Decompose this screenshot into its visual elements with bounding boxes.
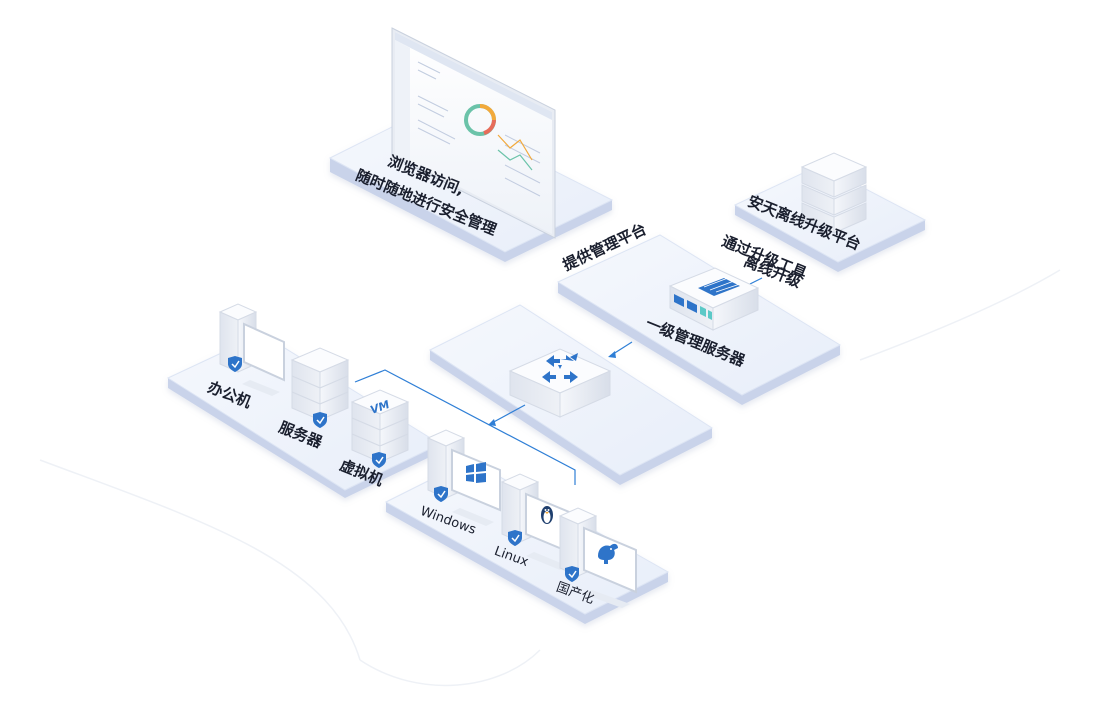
router-icon: [508, 348, 612, 418]
browser-screen-icon: [391, 27, 556, 239]
desktop-pc-icon: [558, 507, 637, 608]
domestic-os-icon: [598, 543, 618, 564]
shield-badge-icon: [228, 356, 242, 372]
desktop-pc-icon: [500, 473, 575, 570]
linux-penguin-icon: [541, 506, 553, 524]
background-arcs: [39, 269, 1061, 687]
rack-server-icon: [800, 152, 868, 234]
vm-badge: VM: [369, 398, 392, 417]
shield-badge-icon: [434, 486, 448, 502]
shield-badge-icon: [508, 530, 522, 546]
appliance-server-icon: [668, 267, 760, 331]
windows-logo-icon: [466, 462, 486, 483]
shield-badge-icon: [372, 452, 386, 468]
shield-badge-icon: [313, 412, 327, 428]
shield-badge-icon: [565, 566, 579, 582]
rack-server-icon: [290, 347, 350, 421]
